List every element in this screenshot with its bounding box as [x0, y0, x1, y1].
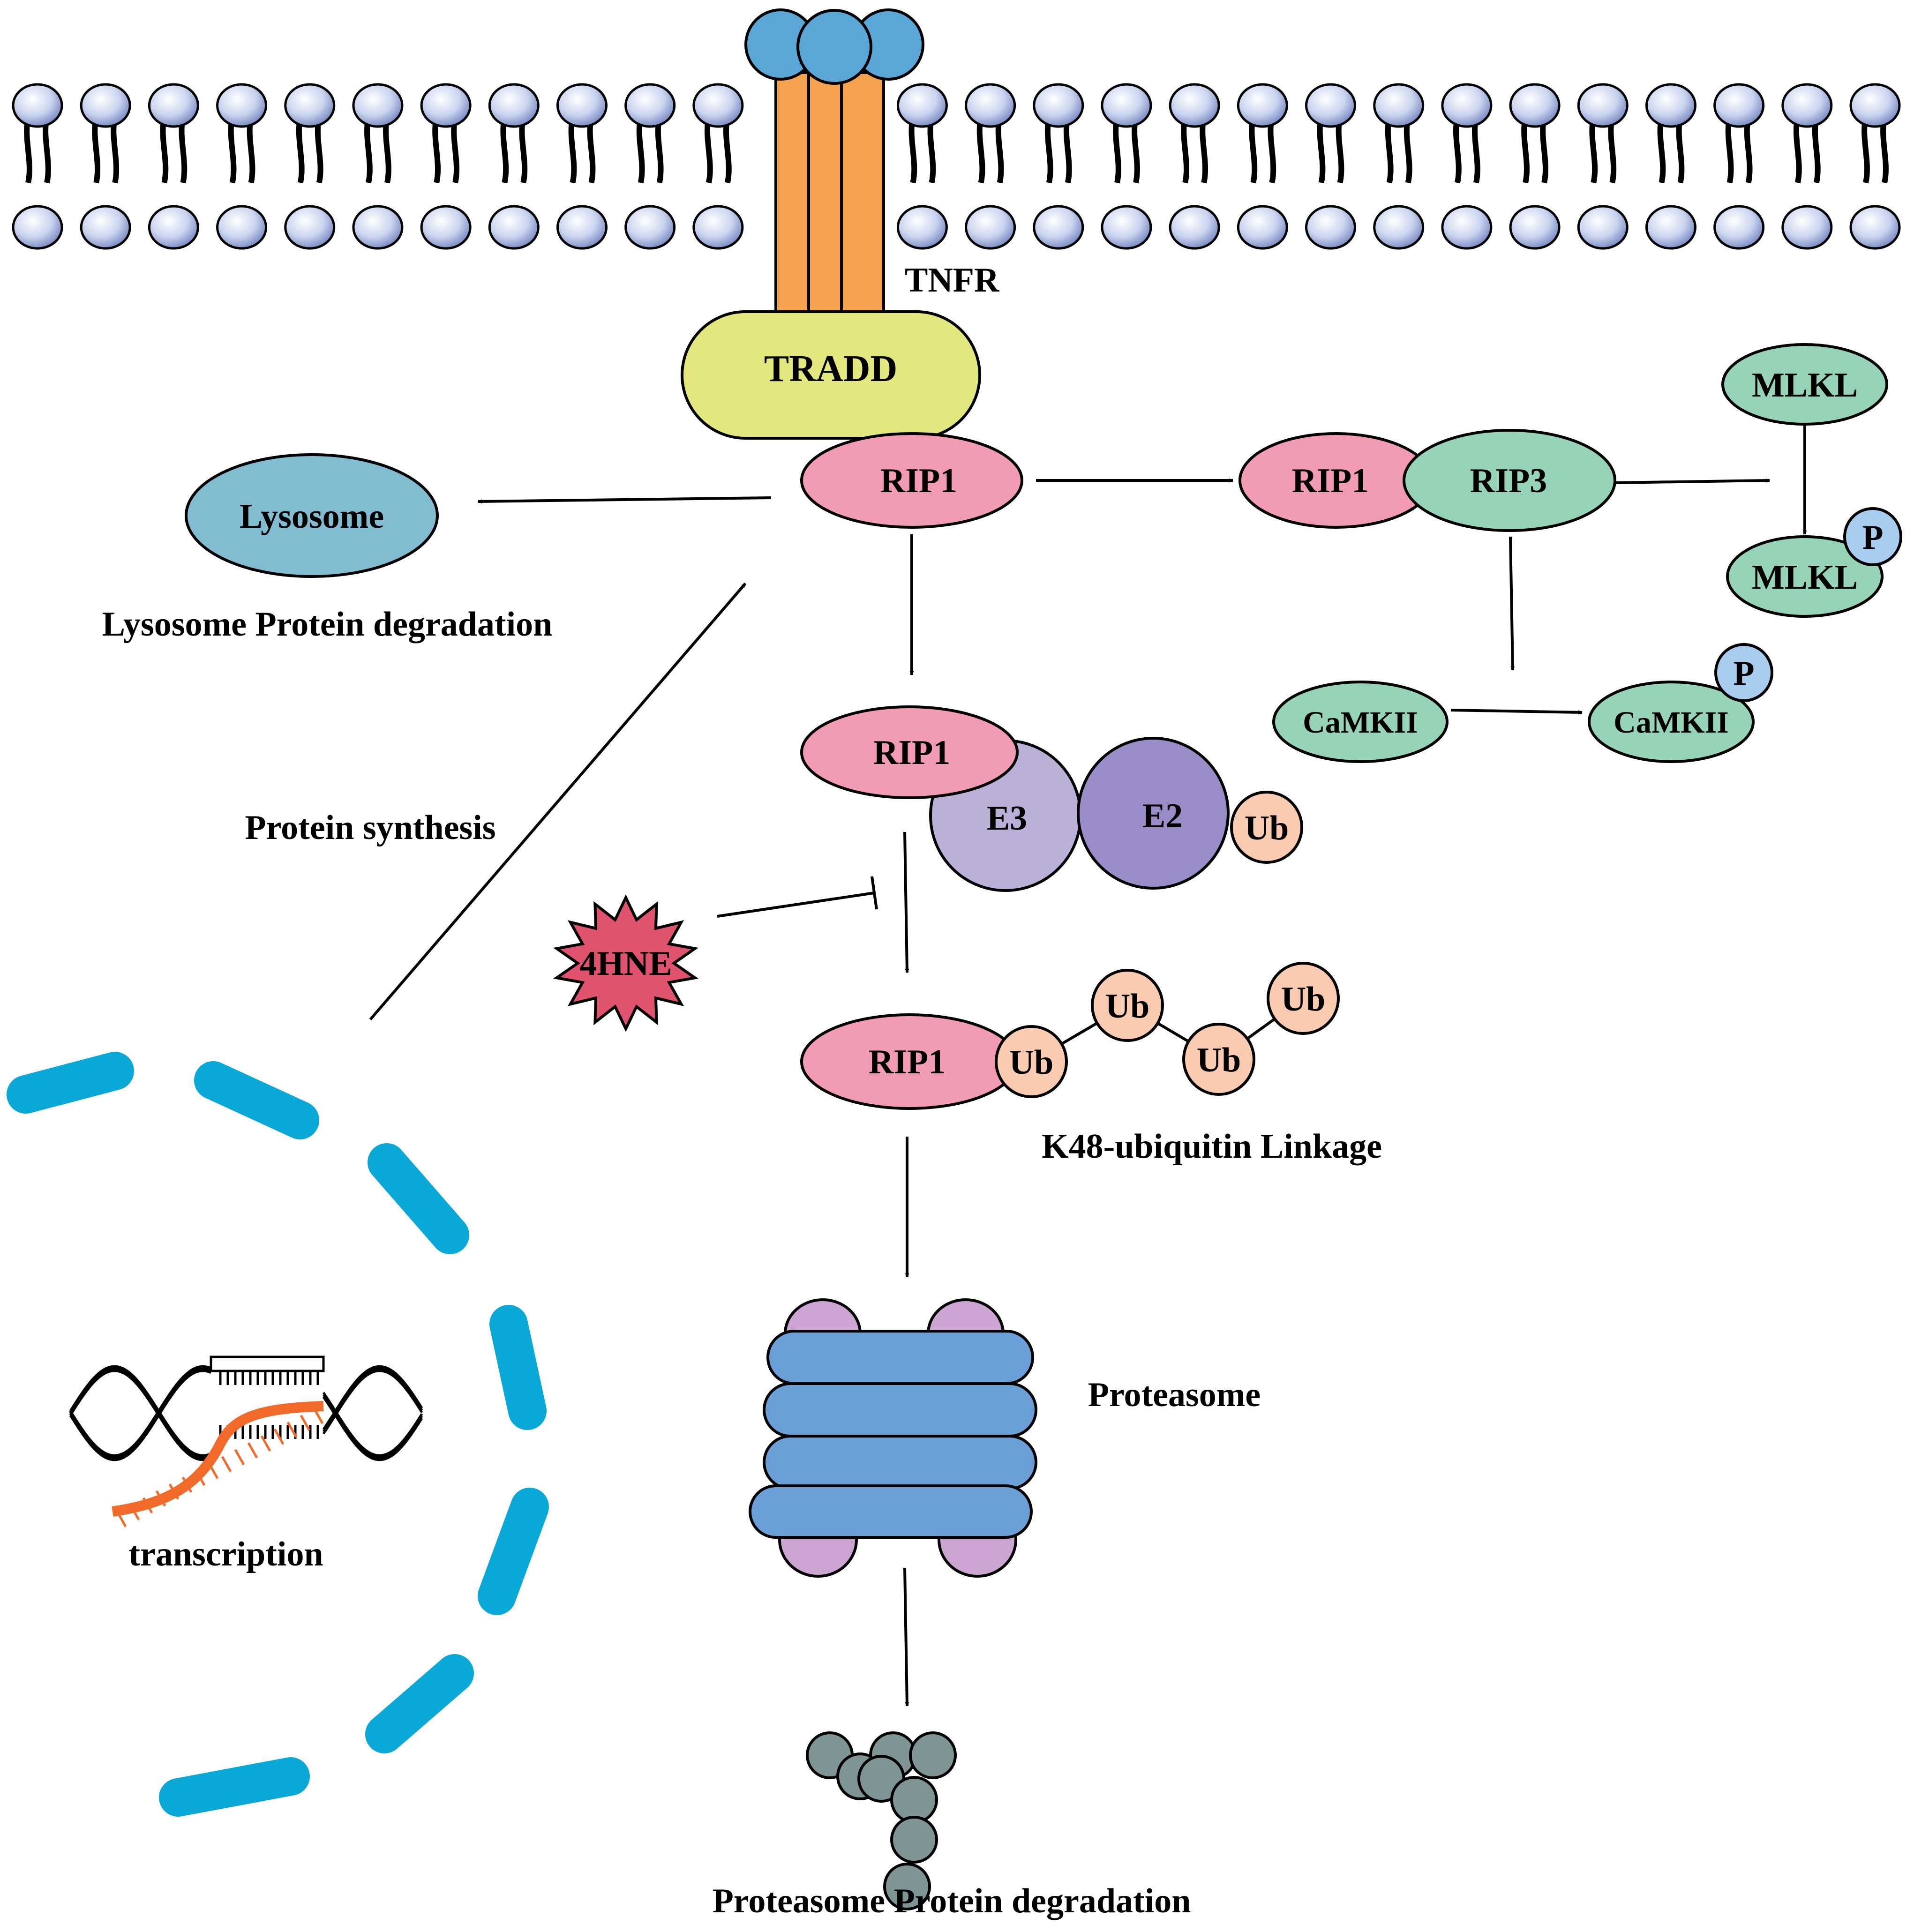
lipid-molecule: [12, 83, 63, 250]
lipid-molecule: [1373, 83, 1425, 250]
rip1-e3-e2-ub-complex: RIP1 E3 E2 Ub: [800, 705, 1303, 892]
lipid-molecule: [80, 83, 131, 250]
4hne-label: 4HNE: [579, 944, 672, 983]
lipid-molecule: [556, 83, 608, 250]
tradd-label: TRADD: [764, 348, 897, 389]
lipid-molecule: [1849, 83, 1901, 250]
rip1-label-e3: RIP1: [873, 734, 950, 772]
lipid-molecule: [488, 83, 540, 250]
lipid-molecule: [965, 83, 1016, 250]
rip3-to-camkii-arrow: [1509, 536, 1515, 671]
lipid-molecule: [1781, 83, 1833, 250]
proteasome-label: Proteasome: [1088, 1376, 1261, 1414]
lipid-molecule: [1237, 83, 1288, 250]
transcription-label: transcription: [128, 1535, 323, 1573]
tradd-node: TRADD: [681, 310, 981, 440]
mlkl-label: MLKL: [1752, 366, 1858, 404]
lipid-molecule: [420, 83, 472, 250]
mlkl-node: MLKL: [1721, 343, 1888, 426]
nucleus-envelope: [7, 1052, 549, 1817]
4hne-inhibition-edge: [717, 876, 878, 918]
e2-ub-label: Ub: [1245, 809, 1289, 847]
lipid-molecule: [1169, 83, 1220, 250]
rip1-node-top: RIP1: [800, 432, 1023, 529]
rip1-rip3-complex: RIP1 RIP3: [1238, 429, 1616, 532]
pathway-arrows: [478, 424, 1807, 1707]
lipid-molecule: [1033, 83, 1084, 250]
rip1-k48-polyubiquitin: RIP1 Ub Ub Ub Ub: [800, 962, 1340, 1110]
camkii-phosphate-label: P: [1733, 654, 1754, 693]
lysosome-node: Lysosome: [185, 453, 439, 578]
proteasome-to-degradation-arrow: [903, 1567, 909, 1707]
4hne-node: 4HNE: [553, 894, 699, 1032]
rip1-label-top: RIP1: [880, 462, 957, 500]
lipid-molecule: [1577, 83, 1629, 250]
protein-synthesis-arrow: [369, 583, 747, 1020]
phospho-camkii-node: CaMKII P: [1588, 643, 1773, 763]
lipid-molecule: [1305, 83, 1357, 250]
rip1-to-lysosome-arrow: [478, 496, 772, 504]
rip1-label-ub: RIP1: [869, 1043, 946, 1081]
e3-to-polyub-arrow: [903, 831, 909, 973]
phospho-mlkl-node: MLKL P: [1726, 507, 1902, 618]
phospho-camkii-label: CaMKII: [1614, 705, 1729, 740]
tnfr-receptor: [744, 8, 924, 318]
protein-synthesis-label: Protein synthesis: [245, 809, 495, 847]
lipid-molecule: [284, 83, 336, 250]
phospho-mlkl-label: MLKL: [1752, 558, 1858, 597]
ub-label-1: Ub: [1009, 1043, 1054, 1082]
lysosome-degradation-label: Lysosome Protein degradation: [102, 605, 553, 644]
lipid-molecule: [692, 83, 744, 250]
proteasome-degradation-label: Proteasome Protein degradation: [713, 1882, 1191, 1920]
camkii-label: CaMKII: [1303, 705, 1418, 740]
lipid-molecule: [352, 83, 404, 250]
proteasome-node: [749, 1298, 1037, 1578]
lipid-molecule: [624, 83, 676, 250]
e3-label: E3: [987, 799, 1027, 838]
lipid-molecule: [1101, 83, 1152, 250]
lipid-molecule: [1645, 83, 1696, 250]
rip3-to-mlkl-arrow: [1614, 478, 1770, 484]
e2-label: E2: [1142, 797, 1183, 835]
ub-label-3: Ub: [1197, 1041, 1241, 1079]
lysosome-label: Lysosome: [240, 497, 384, 536]
lipid-molecule: [1713, 83, 1765, 250]
camkii-phosphorylation-arrow: [1450, 709, 1583, 715]
lipid-molecule: [896, 83, 948, 250]
rip1-label-necrosome: RIP1: [1292, 462, 1369, 500]
lipid-molecule: [1509, 83, 1561, 250]
peptide-fragments: [806, 1731, 957, 1910]
lipid-molecule: [148, 83, 199, 250]
lipid-molecule: [1441, 83, 1493, 250]
lipid-molecule: [216, 83, 268, 250]
ub-label-2: Ub: [1105, 987, 1150, 1026]
lipid-bilayer-membrane: [12, 83, 1901, 250]
mlkl-phosphate-label: P: [1862, 518, 1883, 557]
camkii-node: CaMKII: [1272, 681, 1449, 763]
k48-linkage-label: K48-ubiquitin Linkage: [1042, 1127, 1382, 1166]
rip3-label: RIP3: [1470, 462, 1547, 500]
tnfr-label: TNFR: [905, 261, 1000, 300]
dna-transcription-icon: [69, 1355, 423, 1528]
ub-label-4: Ub: [1281, 980, 1326, 1018]
